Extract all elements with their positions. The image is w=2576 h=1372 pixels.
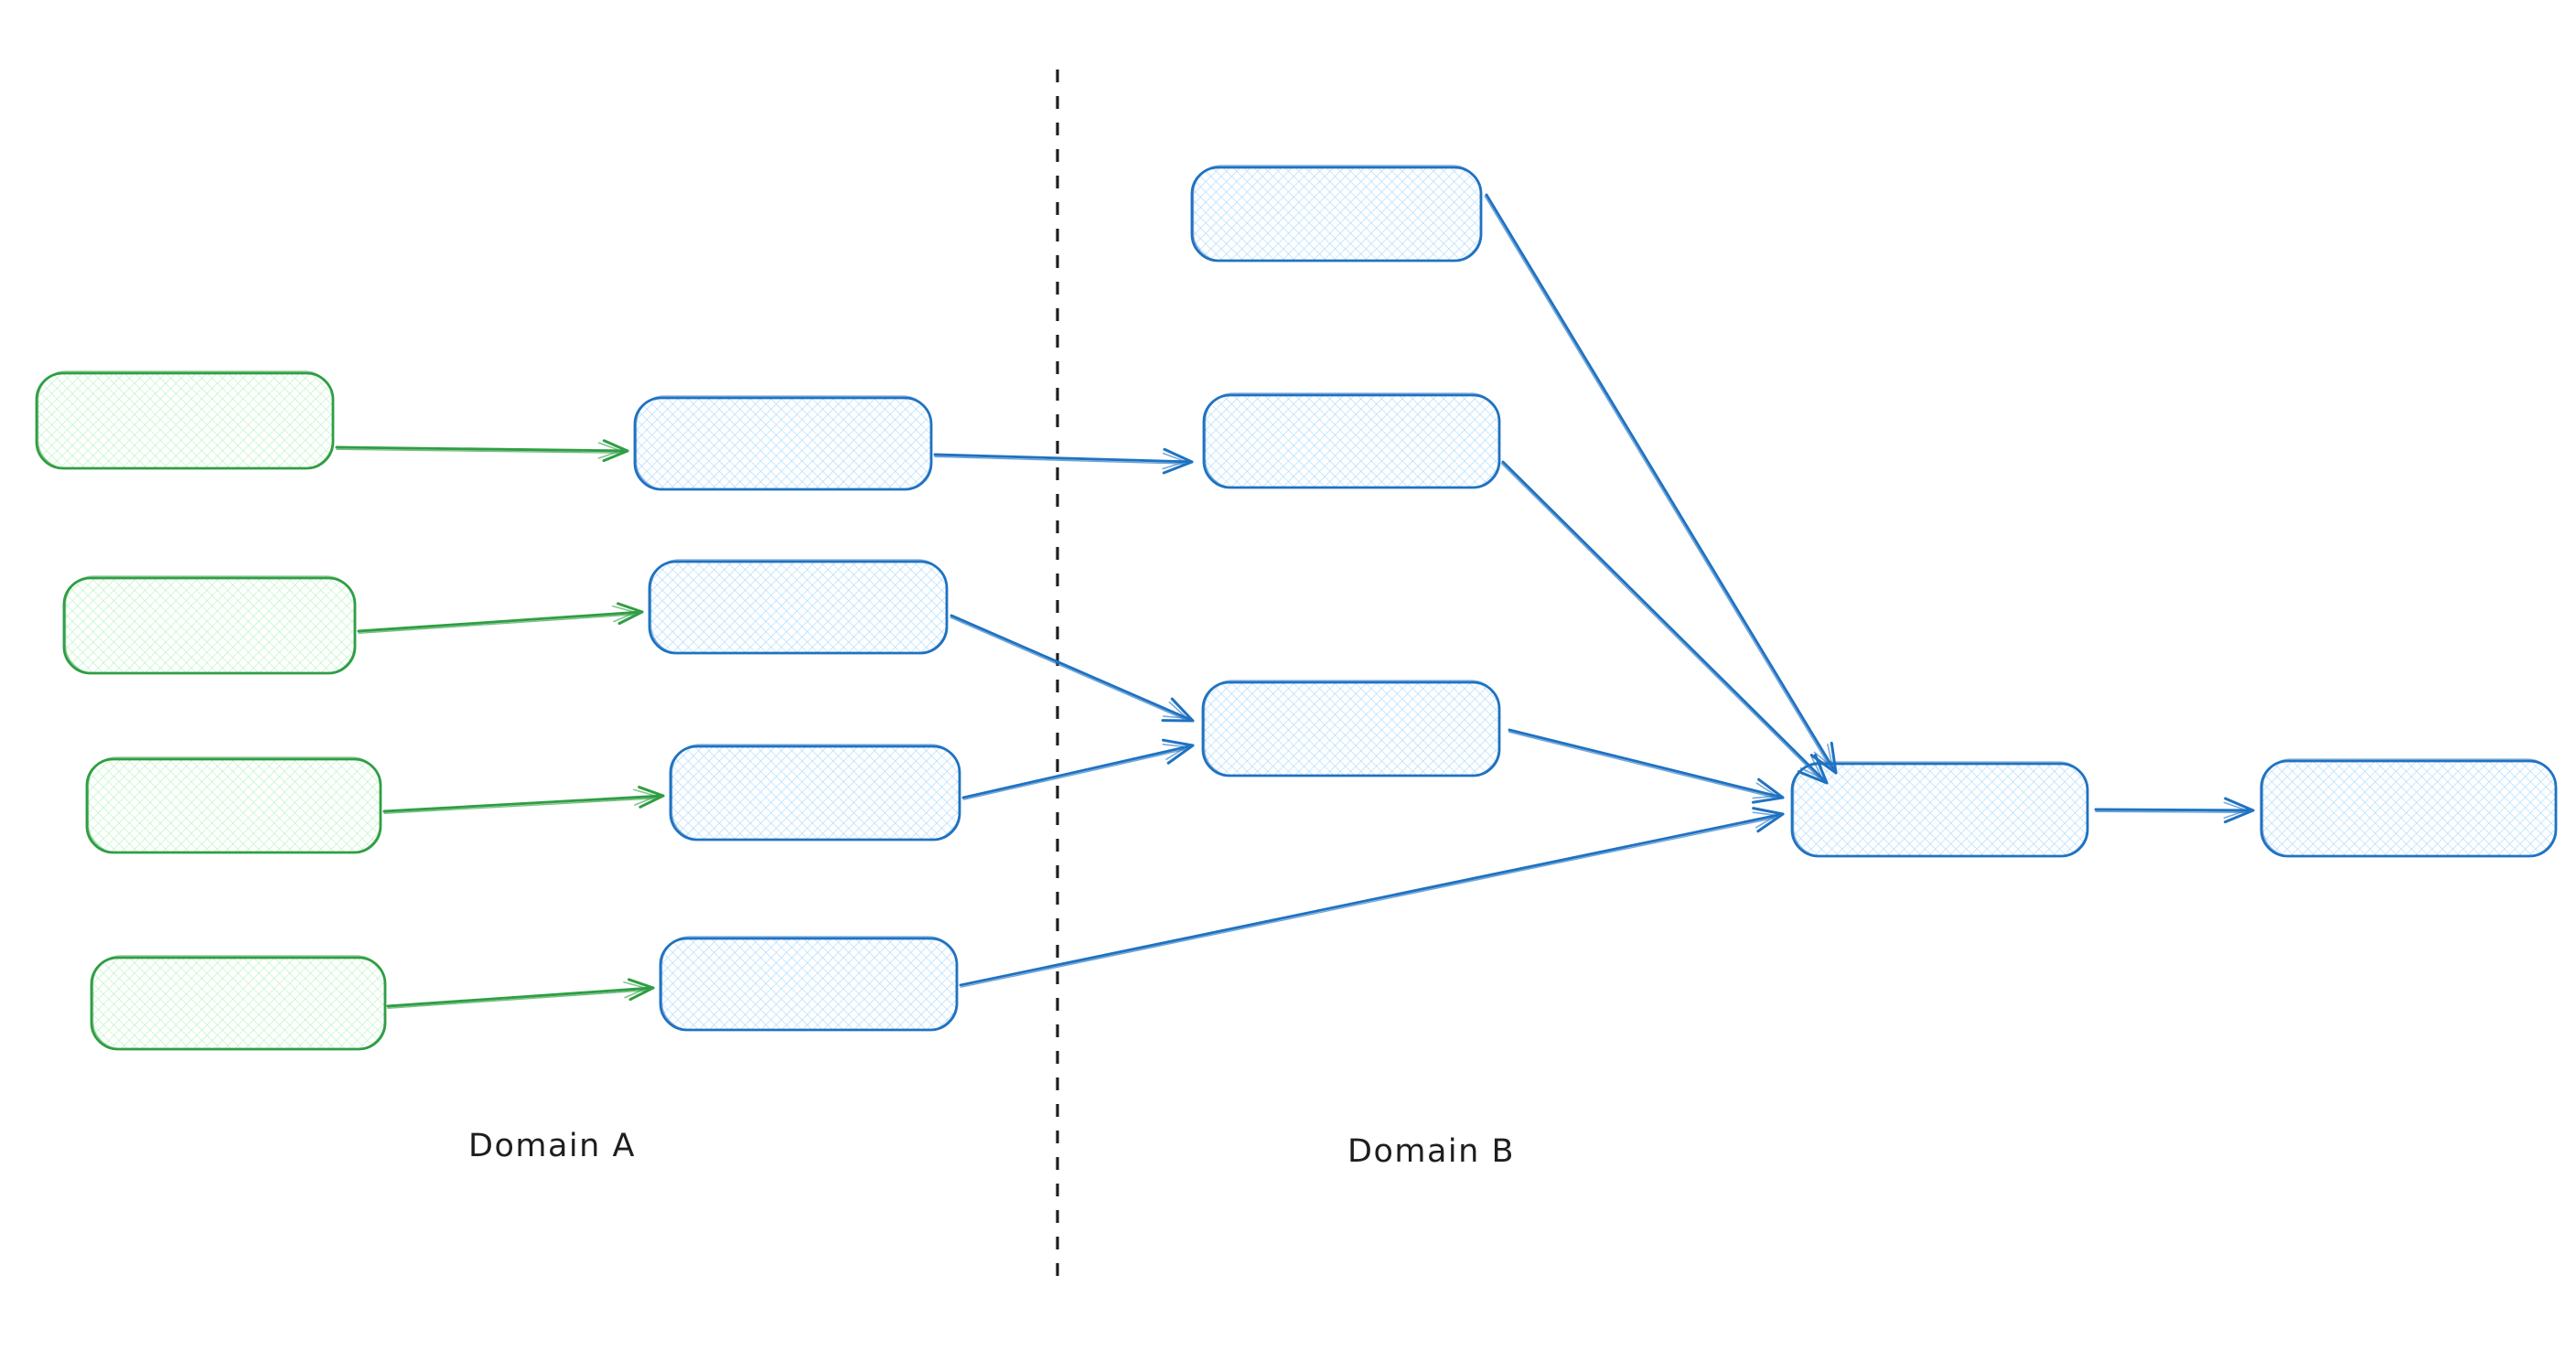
node-domain-a-intermediate-2 [648, 559, 949, 655]
node-domain-a-intermediate-4 [659, 936, 959, 1032]
node-domain-a-intermediate-1 [633, 395, 933, 491]
edge-source1-intermediate1 [335, 439, 629, 463]
node-domain-b-output [2259, 758, 2558, 858]
edge-source4-intermediate4 [386, 978, 655, 1009]
edges-layer [335, 193, 2255, 1009]
node-domain-b-input-1 [1190, 165, 1483, 263]
node-domain-b-input-2 [1202, 392, 1501, 489]
edge-intermediate1-input2 [933, 447, 1194, 475]
edge-intermediate3-mid [961, 738, 1195, 800]
node-domain-a-source-1 [35, 370, 335, 470]
edge-intermediate2-mid [950, 614, 1195, 723]
edge-source2-intermediate2 [357, 602, 644, 634]
edge-input1-aggregator [1484, 193, 1838, 775]
node-domain-a-source-2 [62, 575, 357, 675]
node-domain-a-source-3 [85, 756, 382, 854]
node-domain-a-intermediate-3 [669, 744, 961, 841]
domain-a-label: Domain A [468, 1128, 636, 1164]
edge-mid-aggregator [1508, 728, 1785, 804]
node-domain-a-source-4 [90, 955, 387, 1051]
node-domain-b-aggregator [1790, 761, 2089, 858]
edge-aggregator-output [2094, 797, 2255, 824]
edge-source3-intermediate3 [382, 786, 665, 814]
edge-input2-aggregator [1500, 460, 1829, 785]
domain-b-label: Domain B [1347, 1133, 1515, 1170]
edge-intermediate4-aggregator [959, 807, 1785, 988]
nodes-layer [35, 165, 2558, 1051]
node-domain-b-mid [1201, 680, 1501, 777]
